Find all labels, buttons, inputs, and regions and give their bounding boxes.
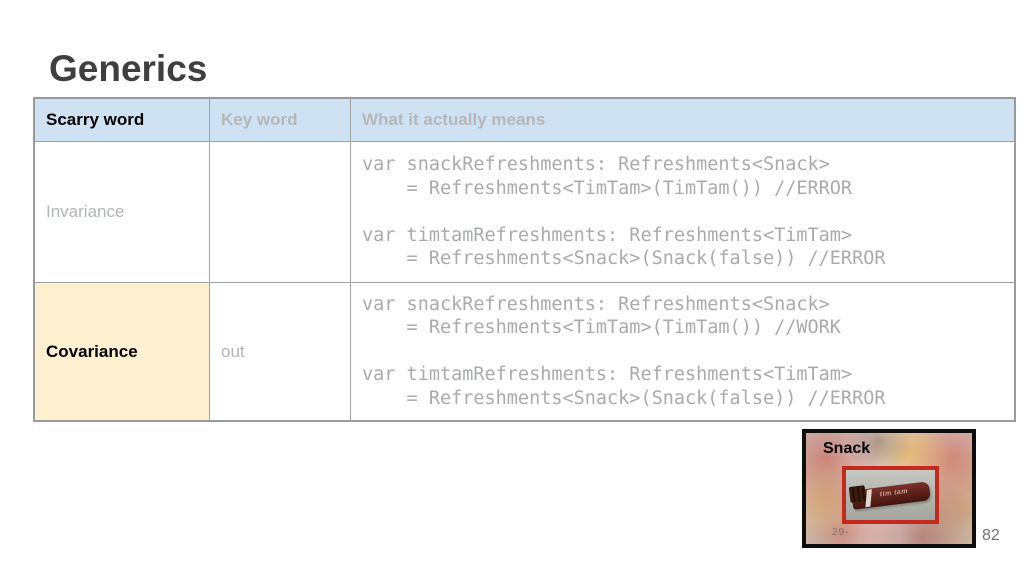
timtam-package-text: tim tam <box>879 487 909 499</box>
column-header-key-word: Key word <box>209 97 351 142</box>
code-block-invariance: var snackRefreshments: Refreshments<Snac… <box>362 154 886 270</box>
column-header-meaning: What it actually means <box>350 97 1016 142</box>
snack-photo-label: Snack <box>823 440 871 457</box>
table-header-row: Scarry word Key word What it actually me… <box>33 97 1016 142</box>
table-row-covariance: Covariance out var snackRefreshments: Re… <box>33 282 1016 422</box>
table-row-invariance: Invariance var snackRefreshments: Refres… <box>33 141 1016 283</box>
scarry-word-cell-invariance: Invariance <box>33 141 210 283</box>
meaning-cell-invariance: var snackRefreshments: Refreshments<Snac… <box>350 141 1016 283</box>
snack-photo: Snack tim tam 29- <box>802 429 976 548</box>
key-word-cell-invariance <box>209 141 351 283</box>
timtam-package: tim tam <box>851 481 931 510</box>
generics-table: Scarry word Key word What it actually me… <box>33 97 1016 422</box>
slide-title: Generics <box>49 48 208 89</box>
page-number: 82 <box>982 527 1000 544</box>
code-block-covariance: var snackRefreshments: Refreshments<Snac… <box>362 293 886 409</box>
meaning-cell-covariance: var snackRefreshments: Refreshments<Snac… <box>350 282 1016 422</box>
price-tag: 29- <box>832 527 850 538</box>
timtam-package-inset: tim tam <box>842 466 939 524</box>
key-word-cell-covariance: out <box>209 282 351 422</box>
scarry-word-cell-covariance: Covariance <box>33 282 210 422</box>
column-header-scarry-word: Scarry word <box>33 97 210 142</box>
